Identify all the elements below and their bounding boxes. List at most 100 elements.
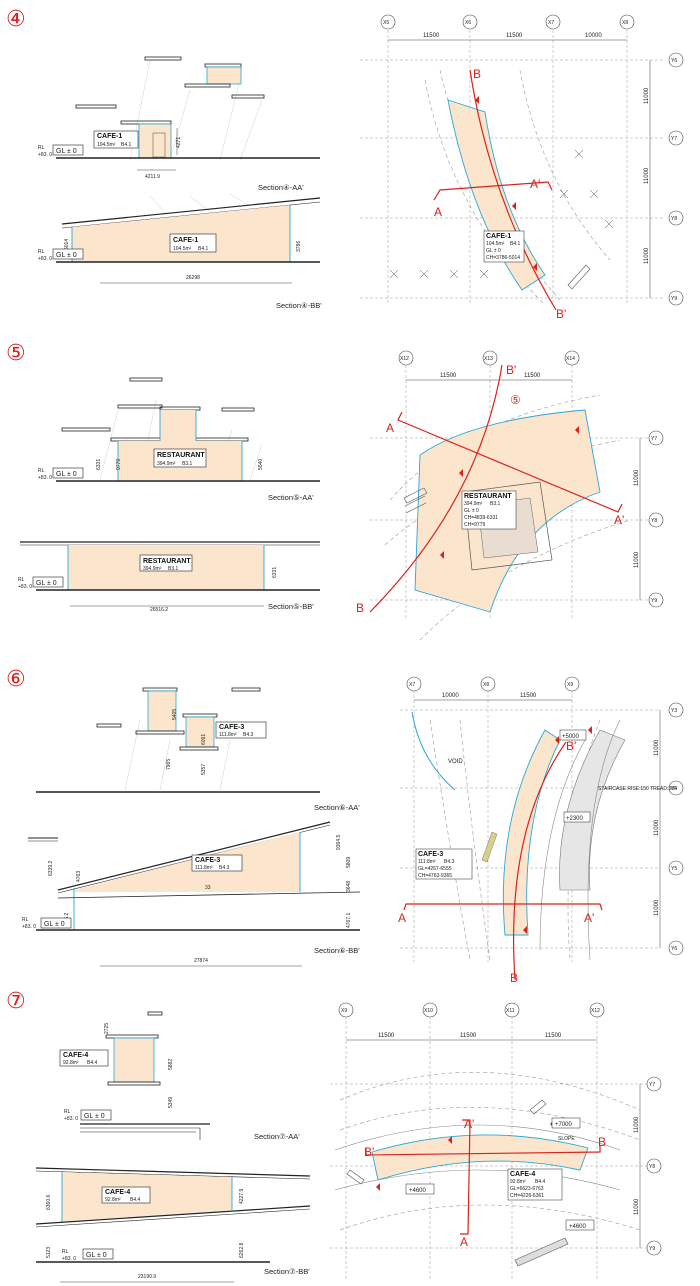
plan: 11500 11500 11000 11000 X12 X13 X14 Y7 Y… — [356, 350, 664, 641]
dim-right-bot: 4767.1 — [346, 912, 352, 928]
space-name: CAFE-1 — [173, 237, 198, 244]
svg-text:Y9: Y9 — [651, 598, 657, 604]
svg-text:X12: X12 — [591, 1008, 600, 1014]
section-mark-b: B — [473, 67, 481, 81]
plan: 11500 11500 10000 11000 11000 11000 X5 X… — [360, 14, 684, 321]
plan-space-code: B4.3 — [444, 859, 455, 865]
svg-text:Y8: Y8 — [671, 216, 677, 222]
rl-label: RL — [38, 249, 45, 255]
panel-number: ④ — [6, 7, 26, 32]
rl-label: RL — [22, 917, 29, 923]
y-dim-2: 11000 — [654, 819, 660, 836]
svg-text:Y5: Y5 — [671, 866, 677, 872]
section-aa: 6331 9779 5540 RESTAURANT 394.9m² B3.1 R… — [38, 377, 320, 502]
section-mark-b-prime: B' — [556, 307, 566, 321]
space-code: B4.4 — [87, 1060, 98, 1066]
dim-left-top: 6339.2 — [48, 860, 54, 876]
plan-space-name: CAFE-3 — [418, 851, 443, 858]
dim-d3: 7965 — [166, 759, 172, 770]
space-name: RESTAURANT — [143, 558, 191, 565]
svg-text:X7: X7 — [548, 20, 554, 26]
svg-text:X6: X6 — [465, 20, 471, 26]
x-dim-2: 11500 — [520, 693, 537, 699]
panel-number: ⑦ — [6, 989, 26, 1014]
svg-text:Y8: Y8 — [649, 1164, 655, 1170]
space-area: 104.5m² — [173, 246, 192, 252]
section-mark-a: A — [460, 1235, 468, 1249]
space-area: 111.8m² — [219, 732, 237, 738]
plan-space-name: CAFE-4 — [510, 1171, 535, 1178]
dim-height: 4271 — [176, 137, 182, 148]
dim-length: 26298 — [186, 275, 200, 281]
space-name: CAFE-3 — [195, 857, 220, 864]
dim-right-bot: 6262.8 — [239, 1242, 245, 1258]
plan-gl: GL ± 0 — [464, 508, 479, 514]
section-mark-a: A — [434, 205, 442, 219]
y-dim-3: 11000 — [644, 247, 650, 264]
plan-space-area: 104.5m² — [486, 241, 505, 247]
gl-label: GL ± 0 — [56, 252, 77, 259]
dim-length: 23190.9 — [138, 1274, 156, 1280]
panel-5: ⑤ 6331 9779 5540 RESTAURANT 394.9m² B3.1… — [6, 341, 664, 641]
plan-ch: CH=4226-6361 — [510, 1193, 544, 1199]
rl-label: RL — [64, 1109, 71, 1115]
plan-space-code: B4.4 — [535, 1179, 546, 1185]
section-mark-a-prime: A' — [584, 911, 594, 925]
section-mark-b-prime: B' — [566, 739, 576, 753]
svg-text:X7: X7 — [409, 682, 415, 688]
plan-gl: GL=6623-6763 — [510, 1186, 544, 1192]
x-dim-3: 10000 — [585, 33, 602, 39]
section-caption: Section⑥-AA' — [314, 803, 360, 812]
y-dim-1: 11000 — [634, 1116, 640, 1133]
space-code: B4.3 — [243, 732, 254, 738]
svg-text:X14: X14 — [566, 356, 575, 362]
plan-ch: CH=4763-9365 — [418, 873, 452, 879]
svg-text:Y7: Y7 — [649, 1082, 655, 1088]
dim-right: 6331 — [272, 567, 278, 578]
gl-label: GL ± 0 — [86, 1252, 107, 1259]
panel-number: ⑥ — [6, 667, 26, 692]
plan-space-area: 111.8m² — [418, 859, 436, 865]
gl-label: GL ± 0 — [56, 471, 77, 478]
svg-text:Y4: Y4 — [671, 786, 677, 792]
plan-ch: CH=3786-5014 — [486, 255, 520, 261]
plan-space-area: 394.9m² — [464, 501, 483, 507]
space-name: CAFE-4 — [63, 1052, 88, 1059]
space-name: RESTAURANT — [157, 452, 205, 459]
section-aa: 5405 6091 7965 5357 CAFE-3 111.8m² B4.3 … — [36, 687, 360, 812]
grid-bubbles-x: X7 X8 X9 — [406, 676, 580, 692]
svg-text:Y8: Y8 — [651, 518, 657, 524]
plan-ch: CH=4839-6331 — [464, 515, 498, 521]
svg-text:X13: X13 — [484, 356, 493, 362]
grid-bubbles-y: Y7 Y8 Y9 — [648, 430, 664, 608]
grid-bubbles-y: Y6 Y7 Y8 Y9 — [668, 52, 684, 306]
svg-text:Y9: Y9 — [671, 296, 677, 302]
dim-h1: 6331 — [96, 459, 102, 470]
svg-text:Y3: Y3 — [671, 708, 677, 714]
dim-right-low: 3648 — [346, 881, 352, 892]
grid-bubbles-x: X5 X6 X7 X8 — [380, 14, 635, 30]
circle-mark: ⑤ — [510, 393, 521, 407]
section-mark-b: B — [356, 601, 364, 615]
dim-h2: 9779 — [116, 459, 122, 470]
dim-d2: 5882 — [168, 1059, 174, 1070]
space-code: B3.1 — [168, 566, 179, 572]
space-area: 394.9m² — [143, 566, 162, 572]
svg-text:X8: X8 — [622, 20, 628, 26]
x-dim-2: 11500 — [460, 1033, 477, 1039]
section-mark-b-prime: B' — [506, 363, 516, 377]
grid-bubbles-y: Y3 Y4 Y5 Y6 — [668, 702, 684, 956]
rl-value: +83. 0 — [38, 475, 52, 481]
gl-label: GL ± 0 — [44, 921, 65, 928]
svg-text:Y7: Y7 — [651, 436, 657, 442]
dim-right: 3786 — [296, 241, 302, 252]
section-mark-a: A — [386, 421, 394, 435]
x-dim-1: 11500 — [440, 373, 457, 379]
rl-value: +83. 0 — [62, 1256, 76, 1262]
x-dim-1: 10000 — [442, 693, 459, 699]
grid-bubbles-x: X9 X10 X11 X12 — [338, 1002, 605, 1018]
level-3: +4600 — [569, 1224, 587, 1230]
section-bb: 6360.6 5123 4227.9 6262.8 23190.9 CAFE-4… — [35, 1167, 310, 1283]
plan: 11500 11500 11500 11000 11000 X9 X10 X11… — [330, 1002, 662, 1280]
section-caption: Section⑦-AA' — [254, 1132, 300, 1141]
